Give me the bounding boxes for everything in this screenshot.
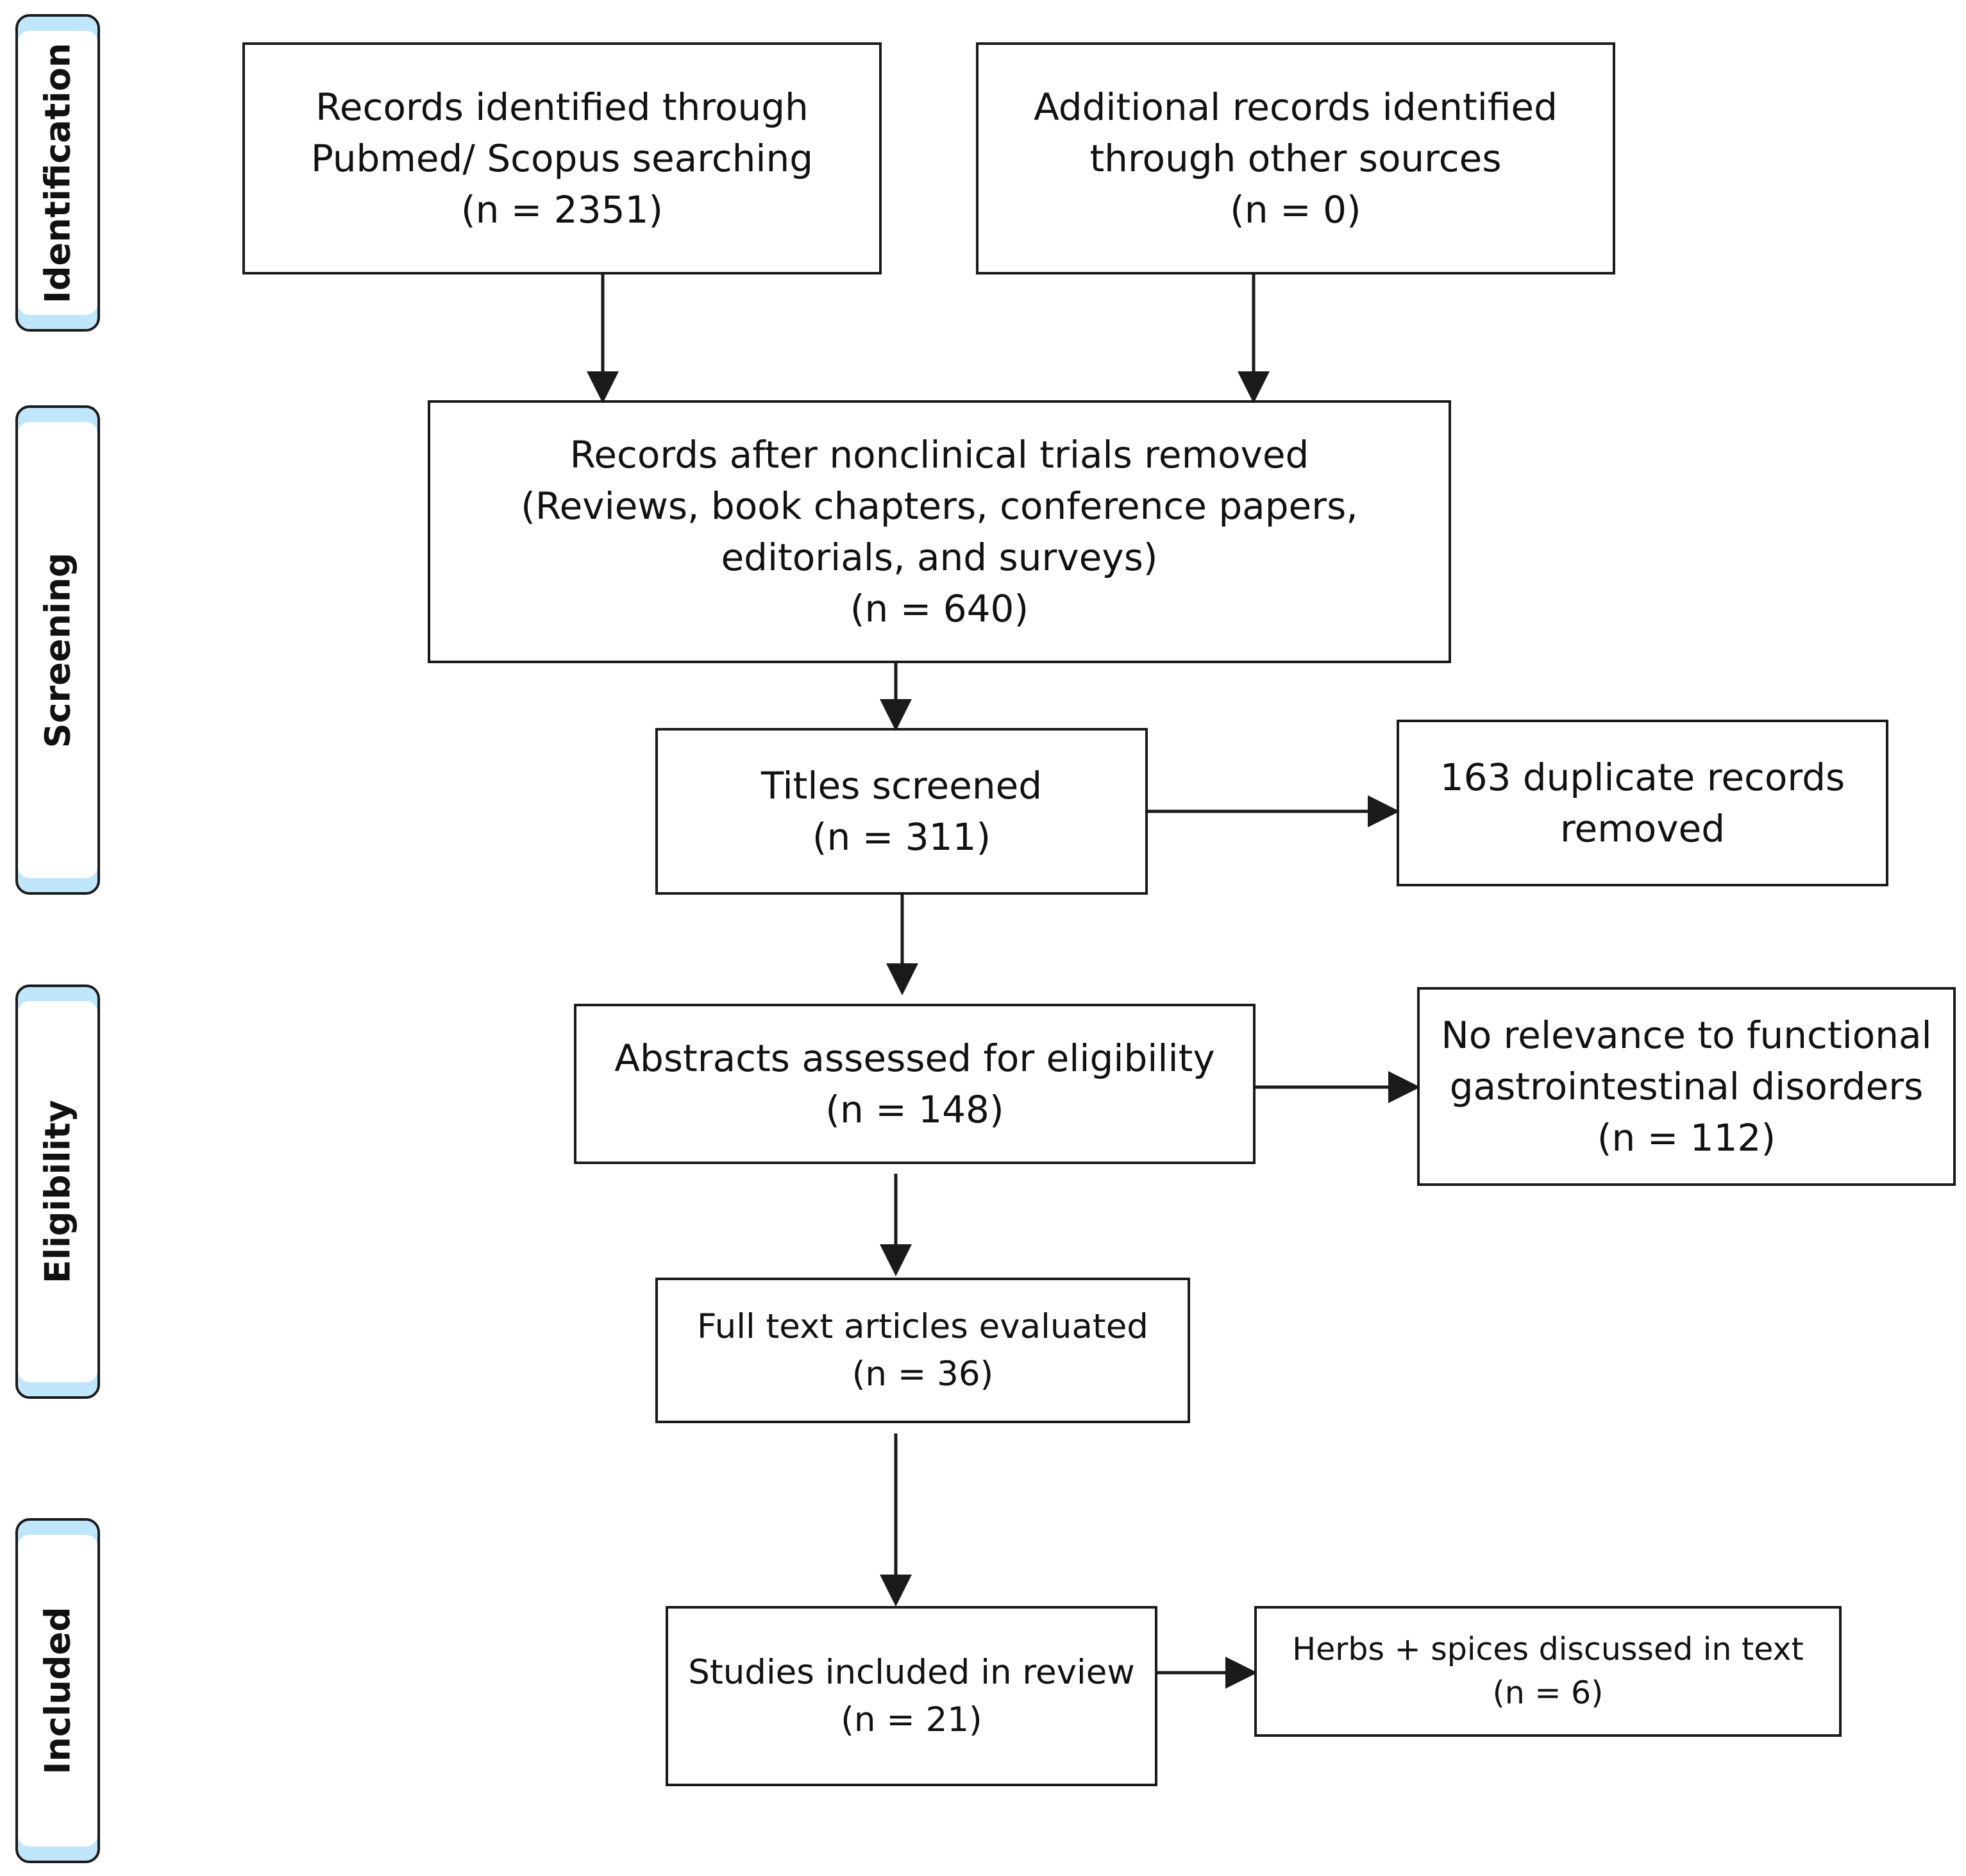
box-line: Records after nonclinical trials removed bbox=[569, 432, 1309, 477]
stage-screening: Screening bbox=[15, 405, 100, 895]
box-line: (n = 6) bbox=[1492, 1675, 1604, 1711]
box-line: Herbs + spices discussed in text bbox=[1292, 1631, 1804, 1668]
box-line: Titles screened bbox=[760, 763, 1043, 807]
box-no-relevance: No relevance to functional gastrointesti… bbox=[1417, 987, 1956, 1186]
box-duplicates-removed: 163 duplicate records removed bbox=[1397, 720, 1888, 886]
box-full-text-evaluated: Full text articles evaluated (n = 36) bbox=[655, 1278, 1190, 1423]
box-line: (n = 311) bbox=[812, 815, 991, 859]
box-line: gastrointestinal disorders bbox=[1449, 1064, 1924, 1108]
box-line: No relevance to functional bbox=[1441, 1013, 1932, 1057]
box-line: (n = 21) bbox=[841, 1700, 982, 1739]
box-line: Pubmed/ Scopus searching bbox=[310, 136, 814, 180]
box-line: (n = 0) bbox=[1230, 188, 1361, 232]
box-line: Full text articles evaluated bbox=[697, 1307, 1148, 1347]
box-line: (n = 148) bbox=[825, 1088, 1004, 1131]
box-line: 163 duplicate records bbox=[1440, 755, 1845, 799]
box-line: editorials, and surveys) bbox=[721, 536, 1158, 579]
box-line: (n = 640) bbox=[850, 587, 1029, 631]
box-line: Additional records identified bbox=[1034, 85, 1558, 129]
box-abstracts-assessed: Abstracts assessed for eligibility (n = … bbox=[574, 1004, 1256, 1164]
box-nonclinical-removed: Records after nonclinical trials removed… bbox=[428, 400, 1451, 663]
box-line: through other sources bbox=[1089, 136, 1502, 180]
box-line: (n = 112) bbox=[1597, 1116, 1776, 1160]
stage-eligibility: Eligibility bbox=[15, 984, 100, 1399]
box-titles-screened: Titles screened (n = 311) bbox=[655, 728, 1148, 895]
box-herbs-spices: Herbs + spices discussed in text (n = 6) bbox=[1254, 1606, 1842, 1737]
box-line: removed bbox=[1559, 807, 1726, 850]
box-studies-included: Studies included in review (n = 21) bbox=[666, 1606, 1157, 1786]
stage-included: Included bbox=[15, 1518, 100, 1863]
box-line: (Reviews, book chapters, conference pape… bbox=[521, 484, 1358, 528]
box-line: Records identified through bbox=[315, 85, 809, 129]
box-line: Studies included in review bbox=[688, 1653, 1135, 1693]
box-other-sources-records: Additional records identified through ot… bbox=[976, 42, 1615, 275]
box-line: (n = 36) bbox=[852, 1354, 994, 1394]
box-line: Abstracts assessed for eligibility bbox=[614, 1036, 1215, 1080]
box-pubmed-scopus-records: Records identified through Pubmed/ Scopu… bbox=[242, 42, 882, 275]
box-line: (n = 2351) bbox=[460, 188, 664, 232]
stage-identification: Identification bbox=[15, 14, 100, 332]
